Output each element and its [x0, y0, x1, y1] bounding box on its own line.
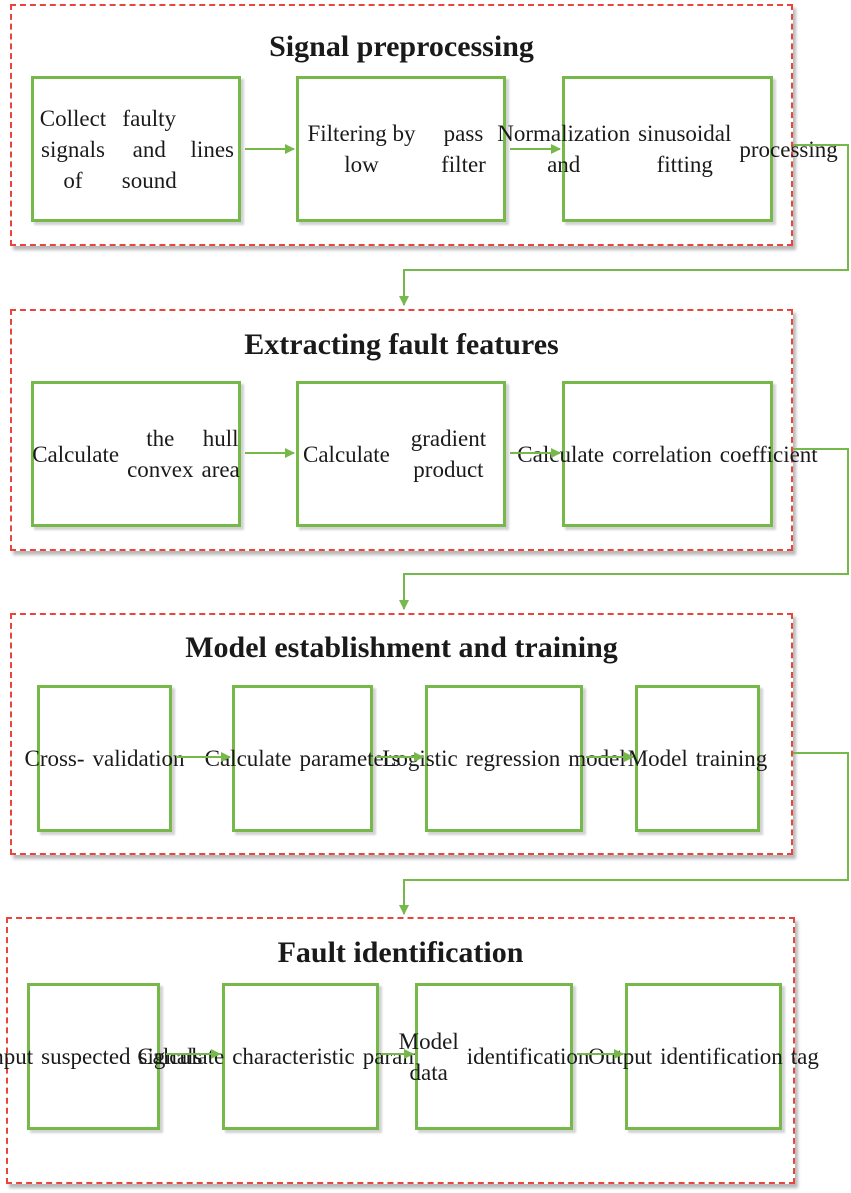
step-correlation-coefficient: Calculate correlation coefficient	[517, 381, 818, 527]
step-label-line: identification	[660, 1044, 783, 1069]
step-label-line: Cross-	[24, 746, 85, 771]
section-title: Fault identification	[277, 936, 524, 969]
step-low-pass-filter: Filtering by low pass filter	[296, 76, 506, 222]
step-label-line: characteristic	[232, 1044, 355, 1069]
step-label-line: training	[695, 746, 768, 771]
step-label-line: Calculate	[137, 1044, 225, 1069]
step-label-line: Calculate	[32, 441, 120, 467]
step-label-line: sinusoidal fitting	[638, 121, 732, 177]
section-title: Extracting fault features	[244, 328, 559, 361]
step-label-line: gradient product	[410, 426, 487, 482]
step-label-line: model	[568, 746, 626, 771]
step-gradient-product: Calculate gradient product	[296, 381, 506, 527]
step-label-line: coefficient	[719, 441, 818, 467]
step-label-line: Collect signals of	[39, 105, 107, 193]
arrow-elbow	[399, 752, 849, 915]
step-label-line: the convex	[127, 426, 194, 482]
step-label-line: Model	[627, 746, 688, 771]
arrow-elbow	[399, 144, 849, 306]
step-label-line: pass filter	[441, 121, 486, 177]
step-label-line: correlation	[612, 441, 712, 467]
step-label-line: Filtering by low	[307, 121, 416, 177]
step-label-line: Calculate	[303, 441, 390, 467]
step-label-line: Normalization and	[497, 121, 631, 177]
step-label-line: identification	[466, 1044, 590, 1069]
step-collect-signals: Collect signals of faulty and sound line…	[31, 76, 241, 222]
step-label-line: signals	[138, 1044, 203, 1069]
step-label-line: suspected	[41, 1044, 131, 1069]
step-logistic-regression: Logistic regression model	[382, 685, 626, 832]
step-cross-validation: Cross- validation	[24, 685, 185, 832]
step-label-line: regression	[465, 746, 561, 771]
step-label-line: faulty and sound	[121, 105, 177, 193]
step-label-line: validation	[92, 746, 185, 771]
step-calculate-parameters: Calculate parameters	[205, 685, 400, 832]
section-title: Signal preprocessing	[269, 30, 534, 63]
step-output-identification-tag: Output identification tag	[588, 983, 819, 1130]
step-label-line: parameters	[299, 746, 401, 771]
step-label-line: Input	[0, 1044, 34, 1069]
section-title: Model establishment and training	[185, 631, 618, 664]
step-model-training: Model training	[628, 685, 767, 832]
step-input-suspected-signals: Input suspected signals	[0, 983, 202, 1130]
step-label-line: processing	[739, 136, 838, 162]
step-label-line: tag	[790, 1044, 819, 1069]
arrow-elbow	[399, 448, 849, 610]
step-label-line: lines	[190, 136, 234, 162]
step-label-line: Calculate	[204, 746, 292, 771]
step-model-data-identification: Model data identification	[399, 983, 589, 1130]
step-convex-hull-area: Calculate the convex hull area	[31, 381, 241, 527]
step-label-line: hull area	[201, 426, 240, 482]
step-normalization: Normalization and sinusoidal fitting pro…	[497, 76, 838, 222]
